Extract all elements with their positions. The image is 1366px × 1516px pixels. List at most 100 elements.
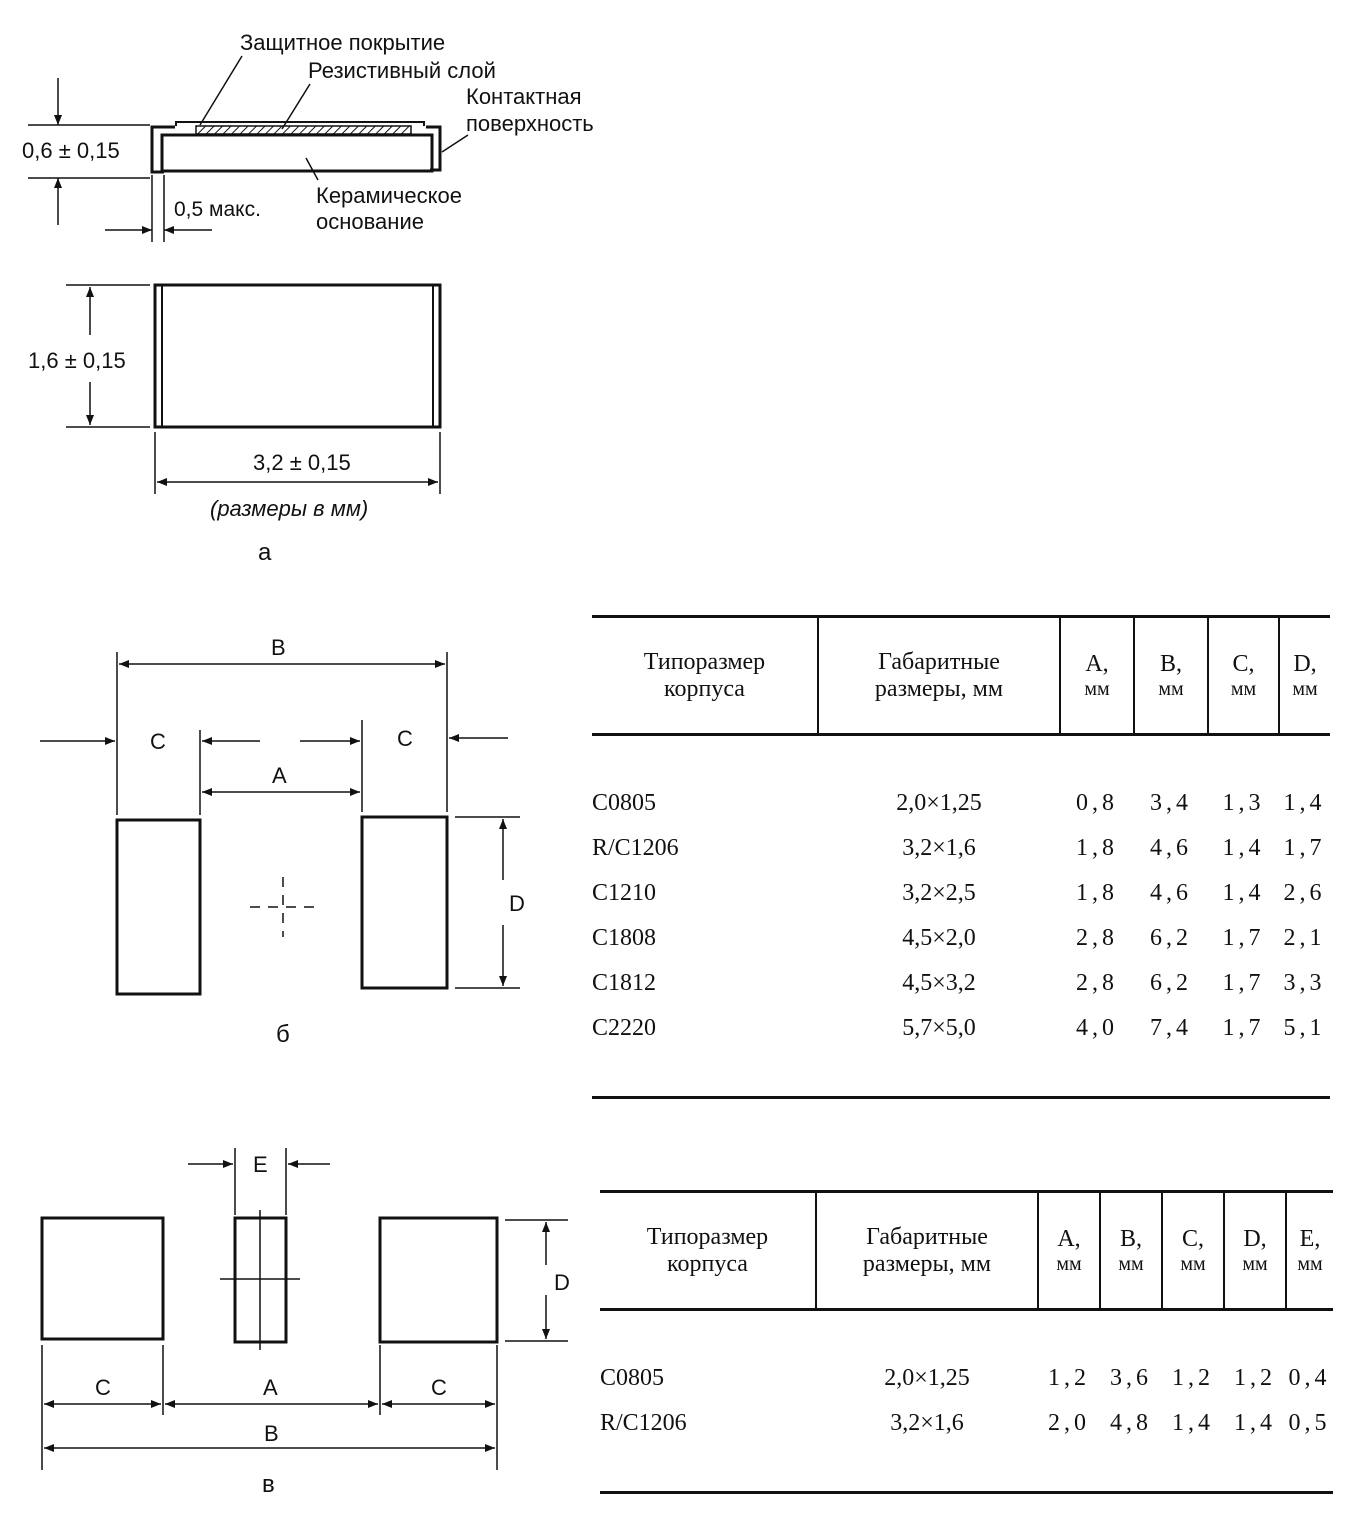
th-a-c: A, мм [1037,1190,1100,1311]
cell-code: C1812 [592,970,657,996]
dimension-width-value: 1,6 ± 0,15 [28,348,126,373]
dimension-contact-value: 0,5 макс. [174,198,261,221]
dim-C-right-label-c: C [431,1375,447,1400]
th-overall-c-line1: Габаритные [866,1224,988,1251]
th-b-c: B, мм [1099,1190,1162,1311]
dimension-height-value: 0,6 ± 0,15 [22,138,120,163]
cell-a: 2,0 [1048,1410,1090,1436]
th-size-c-line2: корпуса [667,1250,748,1277]
cell-a: 1,2 [1048,1365,1090,1391]
cell-code: C2220 [592,1015,657,1041]
dim-C-right-label: C [397,726,413,751]
cell-code: R/C1206 [600,1410,687,1436]
cell-d: 1,2 [1234,1365,1276,1391]
pad-left [115,818,202,996]
th-a-line2: мм [1084,677,1110,700]
figure-a-leaders [199,55,469,181]
th-d: D, мм [1278,615,1330,736]
cell-b: 6,2 [1150,970,1192,996]
th-overall: Габаритные размеры, мм [817,615,1060,736]
dim-C-left-label: C [150,729,166,754]
cell-d: 5,1 [1283,1015,1326,1041]
cell-b: 4,8 [1110,1410,1152,1436]
th-a: A, мм [1059,615,1134,736]
cell-a: 4,0 [1076,1015,1118,1041]
figure-b-letter: б [276,1021,290,1048]
dim-C-left-label-c: C [95,1375,111,1400]
th-d-line2: мм [1292,677,1318,700]
table-c-pad-dimensions: Типоразмер корпуса Габаритные размеры, м… [600,1190,1333,1494]
resistive-layer-section [195,125,412,135]
dim-A-label: A [272,763,287,788]
figure-b-dimensions [40,652,520,989]
table-row: C1808 4,5×2,0 2,8 6,2 1,7 2,1 [592,916,1330,961]
table-row: R/C1206 3,2×1,6 1,8 4,6 1,4 1,7 [592,826,1330,871]
cell-c: 1,4 [1222,880,1265,906]
cell-size: 5,7×5,0 [902,1015,976,1041]
dimension-width-top [66,284,150,428]
th-a-c-line1: A, [1057,1226,1081,1253]
th-c: C, мм [1207,615,1279,736]
cell-b: 4,6 [1150,880,1192,906]
cell-a: 0,8 [1076,790,1118,816]
cell-c: 1,4 [1222,835,1265,861]
figure-a-top-view [153,283,442,429]
center-mark [250,877,318,937]
th-b: B, мм [1133,615,1208,736]
table-row: C0805 2,0×1,25 1,2 3,6 1,2 1,2 0,4 [600,1356,1333,1401]
table-b-pad-dimensions: Типоразмер корпуса Габаритные размеры, м… [592,615,1330,1099]
label-ceramic-base-1: Керамическое [316,183,462,208]
figure-c-letter: в [262,1471,275,1498]
th-d-c: D, мм [1223,1190,1286,1311]
cell-a: 2,8 [1076,925,1118,951]
label-contact-surface-1: Контактная [466,84,582,109]
th-c-c-line1: C, [1181,1226,1204,1253]
th-size-c: Типоразмер корпуса [600,1190,816,1311]
th-b-line1: B, [1159,651,1182,678]
table-row: C2220 5,7×5,0 4,0 7,4 1,7 5,1 [592,1006,1330,1051]
th-c-c-line2: мм [1180,1252,1206,1275]
th-b-c-line2: мм [1118,1252,1144,1275]
cell-size: 4,5×2,0 [902,925,976,951]
figure-a-letter: а [258,539,272,566]
th-overall-line2: размеры, мм [874,675,1004,702]
cell-size: 4,5×3,2 [902,970,976,996]
th-c-line1: C, [1232,651,1255,678]
figure-a-side-view [150,121,442,174]
cell-b: 3,4 [1150,790,1192,816]
table-row: C1210 3,2×2,5 1,8 4,6 1,4 2,6 [592,871,1330,916]
dimension-length-value: 3,2 ± 0,15 [253,450,351,475]
dim-A-label-c: A [263,1375,278,1400]
cell-b: 6,2 [1150,925,1192,951]
th-d-line1: D, [1293,651,1317,678]
units-note: (размеры в мм) [210,496,368,521]
label-ceramic-base-2: основание [316,209,424,234]
cell-d: 2,1 [1283,925,1326,951]
cell-e: 0,4 [1288,1365,1331,1391]
cell-b: 7,4 [1150,1015,1192,1041]
cell-d: 2,6 [1283,880,1326,906]
cell-c: 1,7 [1222,1015,1265,1041]
dim-D-label-c: D [554,1270,570,1295]
pad-right [360,815,449,990]
th-size-c-line1: Типоразмер [646,1224,769,1251]
cell-d: 3,3 [1283,970,1326,996]
cell-e: 0,5 [1288,1410,1331,1436]
label-protective-coating: Защитное покрытие [240,30,445,55]
figure-b-land-pattern [115,815,449,996]
cell-size: 3,2×2,5 [902,880,976,906]
cell-c: 1,3 [1222,790,1265,816]
th-overall-c: Габаритные размеры, мм [815,1190,1038,1311]
cell-c: 1,7 [1222,970,1265,996]
cell-size: 3,2×1,6 [890,1410,964,1436]
label-resistive-layer: Резистивный слой [308,58,496,83]
cell-code: C0805 [592,790,657,816]
th-c-c: C, мм [1161,1190,1224,1311]
cell-b: 4,6 [1150,835,1192,861]
th-size: Типоразмер корпуса [592,615,818,736]
th-e-c: E, мм [1285,1190,1333,1311]
dim-B-label-c: B [264,1421,279,1446]
th-size-line1: Типоразмер [643,649,766,676]
dim-E-label-c: E [253,1152,268,1177]
cell-a: 1,8 [1076,835,1118,861]
